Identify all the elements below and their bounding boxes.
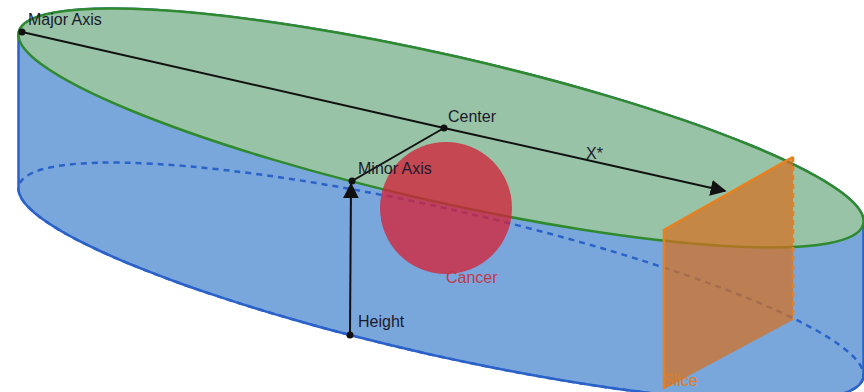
dimension-label: Height: [358, 313, 404, 331]
axis-label: Major Axis: [28, 11, 102, 29]
axis-label: Minor Axis: [358, 160, 432, 178]
point-label: Center: [448, 108, 496, 126]
distance-label: X*: [586, 145, 603, 163]
slice-plane: Slice: [660, 153, 797, 392]
height-arrow: [350, 184, 351, 335]
slice-hidden-edge: [792, 157, 795, 320]
axis-point: [347, 332, 354, 339]
axis-point: [19, 29, 26, 36]
axis-point: [349, 178, 356, 185]
major-axis-line: [22, 32, 444, 128]
slice-shape: [664, 157, 793, 389]
cancer-label: Cancer: [446, 269, 498, 287]
axis-point: [441, 125, 448, 132]
slice-label: Slice: [663, 372, 698, 390]
plane-outline: [660, 153, 797, 392]
